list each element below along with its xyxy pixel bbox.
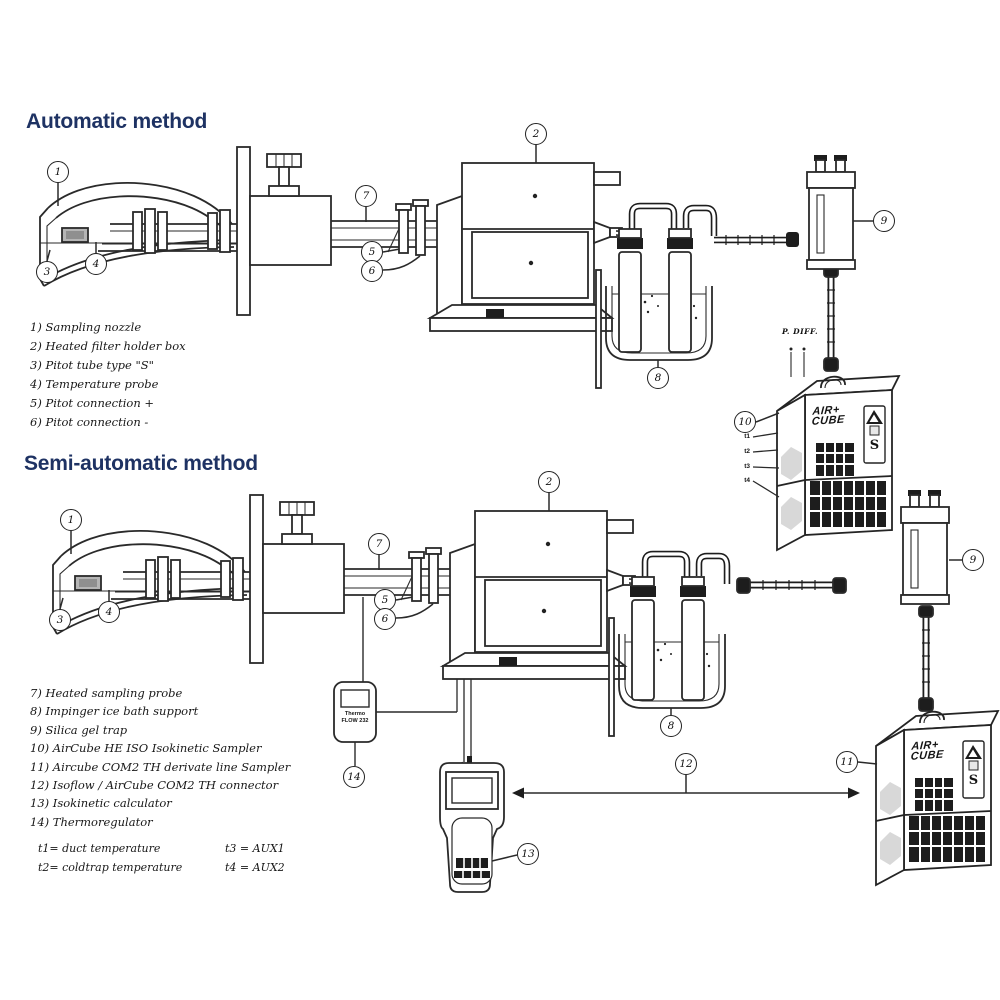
footnote-t1: t1= duct temperature bbox=[38, 842, 161, 855]
callout-7: 7 bbox=[368, 533, 390, 555]
automatic-extras bbox=[714, 154, 900, 551]
callout-6: 6 bbox=[361, 260, 383, 282]
callout-6: 6 bbox=[374, 608, 396, 630]
aircube-logo-2: AIR+ CUBE bbox=[910, 738, 963, 763]
callout-11: 11 bbox=[836, 751, 858, 773]
title-automatic: Automatic method bbox=[26, 110, 208, 133]
legend-item: 11) Aircube COM2 TH derivate line Sample… bbox=[30, 759, 291, 774]
semi-extras bbox=[333, 489, 999, 893]
legend-item: 7) Heated sampling probe bbox=[30, 686, 183, 700]
aircube-logo-1: AIR+ CUBE bbox=[811, 403, 864, 428]
footnote-t2: t2= coldtrap temperature bbox=[38, 861, 183, 874]
thermo-label-line1: Thermo bbox=[344, 711, 366, 717]
callout-8: 8 bbox=[660, 715, 682, 737]
callout-12: 12 bbox=[675, 753, 697, 775]
thermoregulator-label: Thermo FLOW 232 bbox=[334, 711, 376, 725]
callout-1: 1 bbox=[60, 509, 82, 531]
legend-item: 1) Sampling nozzle bbox=[30, 320, 142, 334]
footnote-t3: t3 = AUX1 bbox=[225, 842, 285, 855]
callout-4: 4 bbox=[85, 253, 107, 275]
legend-item: 2) Heated filter holder box bbox=[30, 339, 186, 353]
legend-semi-automatic: 7) Heated sampling probe 8) Impinger ice … bbox=[30, 684, 290, 831]
callout-13: 13 bbox=[517, 843, 539, 865]
sensor-label-t3: t3 bbox=[744, 463, 750, 470]
automatic-diagram bbox=[40, 145, 900, 551]
legend-item: 6) Pitot connection - bbox=[30, 415, 149, 429]
callout-3: 3 bbox=[36, 261, 58, 283]
sensor-label-t4: t4 bbox=[744, 477, 750, 484]
connection-arrow-shape bbox=[512, 775, 860, 799]
legend-item: 5) Pitot connection + bbox=[30, 396, 155, 410]
callout-7: 7 bbox=[355, 185, 377, 207]
callout-10: 10 bbox=[734, 411, 756, 433]
thermo-label-line2: FLOW 232 bbox=[341, 718, 369, 724]
legend-item: 13) Isokinetic calculator bbox=[30, 796, 172, 811]
legend-item: 4) Temperature probe bbox=[30, 377, 159, 391]
thermoregulator-shape bbox=[333, 597, 457, 766]
sensor-label-t2: t2 bbox=[744, 448, 750, 455]
legend-automatic: 1) Sampling nozzle 2) Heated filter holde… bbox=[30, 318, 186, 432]
legend-item: 8) Impinger ice bath support bbox=[30, 704, 199, 719]
legend-item: 9) Silica gel trap bbox=[30, 722, 128, 737]
aircube-emblem-s-icon: S bbox=[968, 773, 979, 788]
callout-2: 2 bbox=[538, 471, 560, 493]
callout-2: 2 bbox=[525, 123, 547, 145]
legend-item: 12) Isoflow / AirCube COM2 TH connector bbox=[30, 778, 279, 793]
legend-item: 14) Thermoregulator bbox=[30, 814, 153, 829]
legend-item: 3) Pitot tube type "S" bbox=[30, 358, 154, 372]
callout-3: 3 bbox=[49, 609, 71, 631]
legend-item: 10) AirCube HE ISO Isokinetic Sampler bbox=[30, 741, 262, 756]
footnote-t4: t4 = AUX2 bbox=[225, 861, 285, 874]
callout-4: 4 bbox=[98, 601, 120, 623]
callout-9: 9 bbox=[873, 210, 895, 232]
sensor-label-t1: t1 bbox=[744, 433, 750, 440]
callout-8: 8 bbox=[647, 367, 669, 389]
aircube-emblem-s-icon: S bbox=[869, 438, 880, 453]
callout-14: 14 bbox=[343, 766, 365, 788]
semi-automatic-diagram bbox=[53, 489, 999, 893]
callout-9: 9 bbox=[962, 549, 984, 571]
title-semi-automatic: Semi-automatic method bbox=[24, 452, 258, 475]
calculator-shape bbox=[439, 756, 518, 893]
callout-1: 1 bbox=[47, 161, 69, 183]
pdiff-label: P. DIFF. bbox=[782, 327, 819, 336]
